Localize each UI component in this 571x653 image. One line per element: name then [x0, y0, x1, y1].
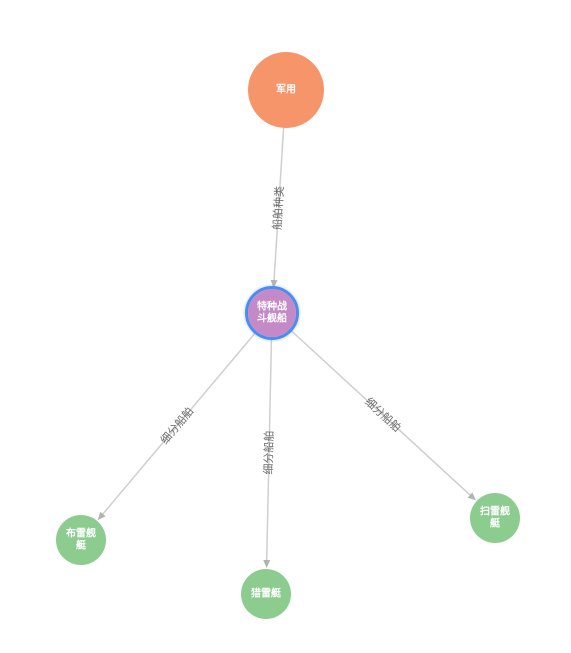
- edge-line: [101, 330, 258, 516]
- edge-label: 细分船舶: [362, 394, 404, 434]
- node-label: 扫雷舰: [480, 505, 510, 518]
- edge-arrowhead: [467, 492, 476, 501]
- node-military[interactable]: 军用: [248, 52, 324, 128]
- node-label: 军用: [276, 84, 296, 96]
- edge-special-combat-ship-mine-hunter: 细分船舶: [261, 336, 276, 569]
- edge-label: 细分船舶: [261, 430, 276, 474]
- edge-special-combat-ship-minelayer: 细分船舶: [97, 330, 258, 521]
- node-label: 布雷舰: [66, 527, 96, 540]
- node-label: 斗舰船: [257, 312, 287, 325]
- edge-arrowhead: [97, 511, 106, 521]
- node-mine-hunter[interactable]: 猎雷艇: [241, 569, 291, 619]
- edge-arrowhead: [263, 559, 271, 569]
- edge-special-combat-ship-minesweeper: 细分船舶: [289, 328, 476, 501]
- node-circle[interactable]: [248, 289, 296, 337]
- edge-line: [273, 127, 285, 283]
- node-label: 艇: [75, 539, 87, 552]
- node-label: 特种战: [257, 300, 287, 313]
- node-circle[interactable]: [470, 493, 520, 543]
- node-circle[interactable]: [248, 52, 324, 128]
- node-highlight-ring: [245, 286, 299, 340]
- node-label: 艇: [489, 517, 501, 530]
- edge-line: [289, 328, 472, 497]
- node-label: 猎雷艇: [251, 587, 282, 600]
- node-circle[interactable]: [56, 515, 106, 565]
- edge-line: [265, 336, 273, 563]
- edge-military-special-combat-ship: 船舶种类: [270, 127, 287, 289]
- node-circle[interactable]: [241, 569, 291, 619]
- edge-label: 细分船舶: [157, 404, 196, 447]
- edge-label: 船舶种类: [270, 186, 287, 231]
